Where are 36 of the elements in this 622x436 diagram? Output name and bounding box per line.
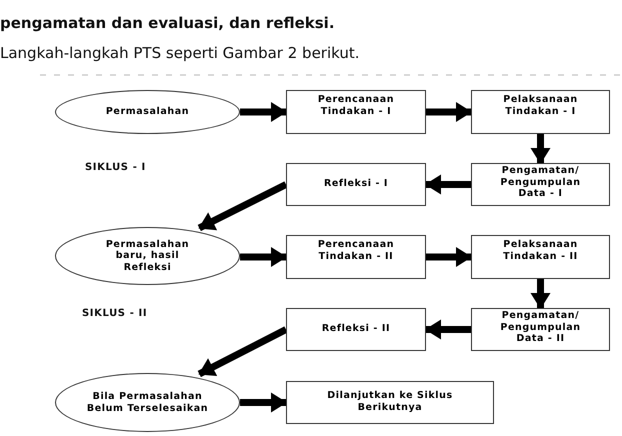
node-text: Permasalahan [106, 106, 190, 118]
process-box [286, 308, 426, 351]
node-text: Pengamatan/ Pengumpulan Data - II [499, 310, 582, 344]
node-text: Refleksi - II [322, 323, 390, 334]
node-text: Dilanjutkan ke Siklus Berikutnya [327, 390, 453, 413]
process-box [471, 163, 610, 206]
process-box [471, 235, 610, 279]
arrow [425, 320, 471, 340]
process-box [286, 163, 426, 206]
node-text: Pengamatan/ Pengumpulan Data - I [499, 165, 582, 200]
arrow [426, 102, 472, 122]
process-box [286, 381, 494, 424]
node-text: Pelaksanaan Tindakan - I [502, 94, 579, 117]
cycle-label: SIKLUS - II [82, 308, 148, 319]
arrow [240, 102, 287, 122]
cycle-label: SIKLUS - I [85, 162, 146, 173]
arrow [240, 392, 287, 412]
arrow [530, 279, 550, 309]
node-text: Pelaksanaan Tindakan - II [502, 239, 579, 262]
node-text: Bila Permasalahan Belum Terselesaikan [86, 391, 210, 414]
arrow [240, 247, 287, 267]
arrow [530, 134, 550, 164]
node-text: Refleksi - I [324, 178, 388, 190]
arrow [426, 247, 472, 267]
process-box [286, 90, 426, 134]
arrow [198, 181, 288, 232]
node-text: Perencanaan Tindakan - I [316, 94, 396, 117]
body-text: Langkah-langkah PTS seperti Gambar 2 berikut. [0, 44, 360, 62]
node-text: Perencanaan Tindakan - II [316, 239, 396, 262]
arrow [425, 174, 471, 194]
process-box [471, 308, 610, 351]
node-text: Permasalahan baru, hasil Refleksi [104, 238, 190, 274]
process-box [471, 90, 610, 134]
process-box [286, 235, 426, 279]
body-text: pengamatan dan evaluasi, dan refleksi. [0, 14, 335, 32]
arrow [198, 326, 288, 378]
